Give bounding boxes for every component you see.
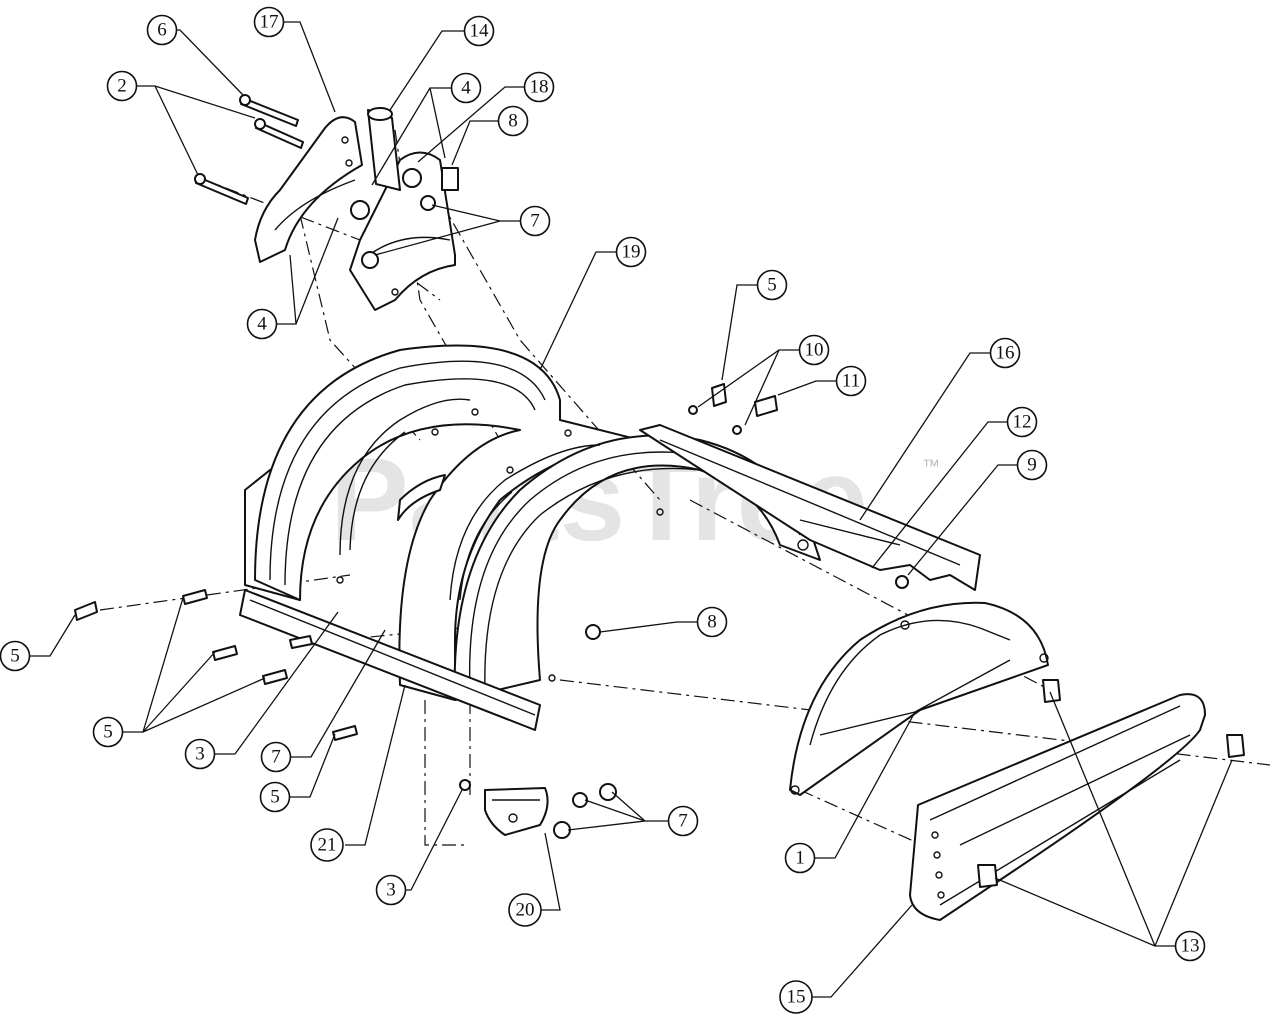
pins-parts-11-12 [688, 395, 778, 435]
chute-bracket-part-18 [349, 151, 456, 311]
callout-11: 10 [798, 334, 830, 366]
leader-lines [30, 21, 1233, 998]
callout-bubbles: 6 17 14 2 4 18 8 7 4 19 5 10 11 16 12 9 … [0, 6, 1206, 1014]
callout-7-top: 7 [519, 205, 551, 237]
callout-label: 19 [622, 242, 641, 263]
callout-label: 15 [787, 987, 806, 1008]
callout-16: 16 [989, 337, 1021, 369]
callout-10: 9 [1016, 449, 1048, 481]
callout-label: 9 [1027, 455, 1037, 476]
callout-label: 17 [260, 12, 279, 33]
callout-label: 5 [103, 722, 113, 743]
callout-15: 15 [779, 980, 813, 1014]
callout-label: 18 [530, 77, 549, 98]
callout-8-top: 8 [497, 105, 529, 137]
callout-4-bottom: 4 [246, 308, 278, 340]
deflector-plate-part-15 [909, 693, 1206, 921]
callout-label: 7 [530, 211, 540, 232]
callout-5-group: 5 [92, 716, 124, 748]
callout-20: 20 [508, 893, 542, 927]
callout-label: 8 [707, 612, 717, 633]
callout-label: 10 [805, 340, 824, 361]
knobs-part-9 [977, 679, 1245, 888]
callout-label: 20 [516, 900, 535, 921]
callout-label: 3 [195, 744, 205, 765]
callout-label: 5 [10, 646, 20, 667]
callout-label: 13 [1181, 936, 1200, 957]
callout-7-bottom: 7 [667, 805, 699, 837]
bracket-part-20 [459, 779, 617, 839]
top-hardware [350, 167, 459, 269]
callout-label: 3 [386, 880, 396, 901]
callout-label: 2 [117, 76, 127, 97]
callout-label: 7 [271, 747, 281, 768]
callout-5-lower: 5 [259, 781, 291, 813]
chute-bracket-part-17 [254, 116, 363, 263]
callout-label: 11 [842, 371, 860, 392]
callout-label: 5 [767, 275, 777, 296]
callout-label: 6 [157, 20, 167, 41]
callout-13: 12 [1006, 406, 1038, 438]
callout-18: 18 [523, 71, 555, 103]
callout-4-top: 4 [450, 72, 482, 104]
callout-label: 4 [461, 78, 471, 99]
housing-part-19 [239, 344, 981, 731]
callout-19: 19 [615, 236, 647, 268]
long-bolts-parts-2-6 [194, 94, 304, 205]
plate-part-1 [789, 601, 1049, 796]
callout-2: 2 [106, 70, 138, 102]
callout-3-upper: 3 [184, 738, 216, 770]
callout-21: 21 [310, 828, 344, 862]
callout-9: 13 [1174, 930, 1206, 962]
callout-label: 4 [257, 314, 267, 335]
nut-part-8 [585, 624, 601, 640]
callout-label: 5 [270, 787, 280, 808]
callout-12: 11 [835, 365, 867, 397]
callout-label: 14 [470, 21, 490, 42]
callout-14: 14 [463, 15, 495, 47]
watermark-trademark: ™ [922, 456, 940, 476]
callout-label: 8 [508, 111, 518, 132]
callout-label: 12 [1013, 412, 1032, 433]
callout-8-mid: 8 [696, 606, 728, 638]
callout-label: 21 [318, 835, 337, 856]
callout-1: 1 [784, 842, 816, 874]
callout-6: 6 [146, 14, 178, 46]
callout-7-mid: 7 [260, 741, 292, 773]
nut-part-10 [895, 575, 909, 589]
callout-17: 17 [253, 6, 285, 38]
pin-part-14 [367, 107, 401, 191]
callout-3-lower: 3 [375, 874, 407, 906]
callout-5-left: 5 [0, 640, 31, 672]
callout-label: 7 [678, 811, 688, 832]
callout-label: 1 [795, 848, 805, 869]
callout-label: 16 [996, 343, 1015, 364]
callout-5-top: 5 [756, 269, 788, 301]
